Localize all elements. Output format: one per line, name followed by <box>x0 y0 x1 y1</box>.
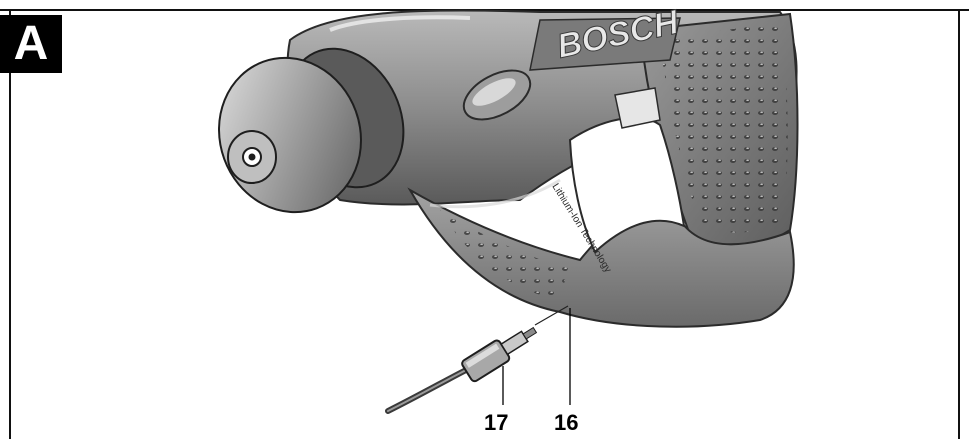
callout-17-label: 17 <box>484 410 509 435</box>
trigger <box>614 87 661 129</box>
grip-texture <box>660 22 788 233</box>
alignment-line <box>534 305 569 326</box>
charging-plug <box>461 326 538 383</box>
callout-16-label: 16 <box>554 410 579 435</box>
frame-left-rule <box>9 9 11 439</box>
frame-right-rule <box>958 9 960 439</box>
battery-base <box>407 187 795 328</box>
battery-texture <box>440 210 568 300</box>
section-letter-badge: A <box>0 15 62 73</box>
